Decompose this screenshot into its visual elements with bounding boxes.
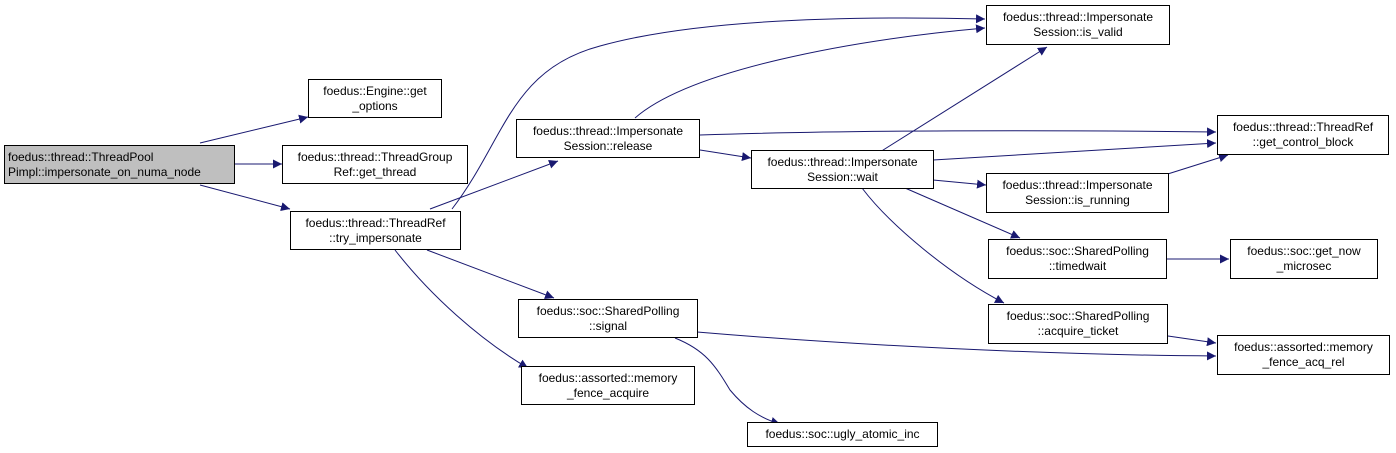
node-label-line1: foedus::thread::Impersonate [767,154,918,169]
node-threadref-get-control-block[interactable]: foedus::thread::ThreadRef ::get_control_… [1217,115,1389,155]
node-label-line2: _microsec [1276,259,1332,273]
node-memory-fence-acq-rel[interactable]: foedus::assorted::memory _fence_acq_rel [1217,335,1390,375]
edge-release-to-is-valid [634,24,986,119]
node-label-line2: _options [352,98,398,113]
node-label-line1: foedus::thread::Impersonate [1002,178,1153,192]
node-label-line1: foedus::thread::ThreadRef [305,215,446,230]
node-get-now-microsec[interactable]: foedus::soc::get_now _microsec [1230,239,1378,279]
node-label-line1: foedus::thread::ThreadRef [1232,120,1374,134]
node-impersonatesession-is-running[interactable]: foedus::thread::Impersonate Session::is_… [986,173,1169,213]
node-label-line2: Session::is_running [1025,193,1130,207]
node-label-line1: foedus::soc::SharedPolling [536,303,680,318]
node-sharedpolling-timedwait[interactable]: foedus::soc::SharedPolling ::timedwait [988,239,1167,279]
node-impersonatesession-wait[interactable]: foedus::thread::Impersonate Session::wai… [751,150,934,189]
node-label-line2: Session::is_valid [1033,25,1123,39]
edge-root-to-engine-get-options [199,114,309,144]
node-label-line1: foedus::assorted::memory [538,370,678,385]
node-label-line1: foedus::thread::ThreadGroup [297,149,453,164]
edge-wait-to-is-running [932,179,987,189]
edge-wait-to-timedwait [904,187,1021,239]
node-memory-fence-acquire[interactable]: foedus::assorted::memory _fence_acquire [521,366,695,405]
node-label-line1: foedus::soc::ugly_atomic_inc [765,427,920,441]
edge-release-to-get-control-block [699,127,1217,137]
node-label-line2: ::try_impersonate [329,230,422,245]
node-label-line2: ::get_control_block [1252,135,1354,149]
node-label-line2: ::signal [588,318,628,333]
edge-wait-to-is-valid [879,46,1048,153]
node-threadpoolpimpl-impersonate-on-numa-node: foedus::thread::ThreadPool Pimpl::impers… [4,145,235,184]
node-label-line2: _fence_acquire [566,385,650,400]
node-label-line1: foedus::thread::Impersonate [1002,10,1154,24]
node-label-line2: ::timedwait [1048,259,1107,273]
edge-root-to-threadref-try-impersonate [199,184,291,212]
node-ugly-atomic-inc[interactable]: foedus::soc::ugly_atomic_inc [747,422,938,447]
node-label-line2: Session::release [563,138,653,153]
node-label-line1: foedus::soc::get_now [1247,244,1361,258]
node-threadref-try-impersonate[interactable]: foedus::thread::ThreadRef ::try_imperson… [290,211,461,250]
node-engine-get-options[interactable]: foedus::Engine::get _options [308,79,442,118]
edge-wait-to-acquire-ticket [861,187,1005,304]
node-label-line2: _fence_acq_rel [1262,355,1345,369]
node-sharedpolling-acquire-ticket[interactable]: foedus::soc::SharedPolling ::acquire_tic… [988,304,1168,344]
node-label-line1: foedus::thread::ThreadPool [8,149,154,164]
node-label-line2: Ref::get_thread [333,164,417,179]
edge-try-impersonate-to-memory-fence-acquire [394,249,529,369]
edge-signal-to-memory-fence-acq-rel [696,331,1217,361]
edge-signal-to-ugly-atomic-inc [674,337,781,426]
edge-try-impersonate-to-signal [426,249,555,300]
edge-acquire-ticket-to-memory-fence-acq-rel [1167,335,1217,347]
node-sharedpolling-signal[interactable]: foedus::soc::SharedPolling ::signal [518,299,698,338]
node-label-line1: foedus::soc::SharedPolling [1006,244,1149,258]
node-impersonatesession-release[interactable]: foedus::thread::Impersonate Session::rel… [516,119,700,158]
edge-wait-to-get-control-block [932,139,1217,161]
node-threadgroupref-get-thread[interactable]: foedus::thread::ThreadGroup Ref::get_thr… [282,145,468,184]
node-label-line2: Pimpl::impersonate_on_numa_node [8,164,201,179]
node-label-line1: foedus::soc::SharedPolling [1006,309,1150,323]
node-label-line1: foedus::Engine::get [323,83,427,98]
node-label-line1: foedus::assorted::memory [1234,340,1373,354]
edge-try-impersonate-to-is-valid [451,14,986,210]
edge-release-to-wait [699,149,752,162]
node-label-line1: foedus::thread::Impersonate [532,123,684,138]
node-label-line2: ::acquire_ticket [1037,324,1119,338]
edge-try-impersonate-to-release [429,159,559,210]
node-impersonatesession-is-valid[interactable]: foedus::thread::Impersonate Session::is_… [986,5,1170,45]
node-label-line2: Session::wait [807,169,878,184]
